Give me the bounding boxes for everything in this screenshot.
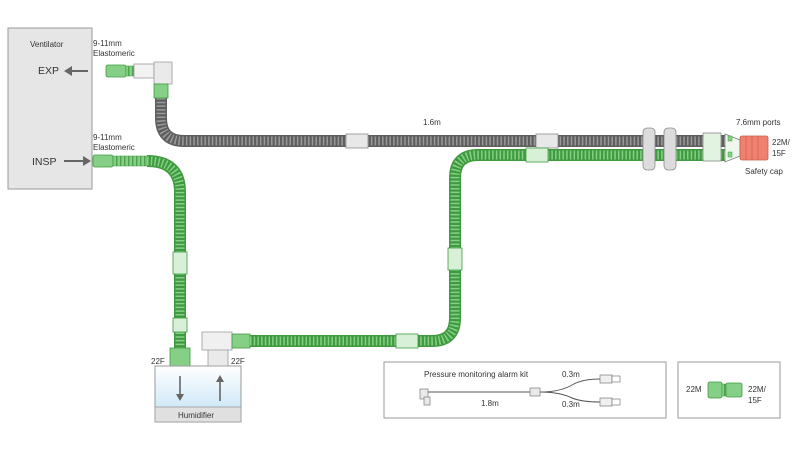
green-tube-joint — [447, 247, 463, 271]
green-tube-joint — [525, 147, 549, 163]
humidifier-outlet-elbow — [201, 331, 251, 367]
adapter-left-size: 22M — [686, 385, 702, 394]
exp-connector-size: 9-11mm — [93, 39, 122, 48]
alarm-kit-title: Pressure monitoring alarm kit — [424, 370, 529, 379]
monitoring-port — [727, 151, 733, 158]
wye-connector — [702, 132, 769, 163]
ventilator-box — [7, 27, 93, 190]
alarm-kit-branch-top-length: 0.3m — [562, 370, 580, 379]
ventilator: Ventilator EXP INSP — [7, 27, 93, 190]
exp-connector — [105, 61, 173, 99]
expiratory-limb — [155, 98, 725, 149]
humidifier-base — [154, 406, 242, 423]
adapter-icon — [707, 381, 743, 399]
grey-tube-joint — [345, 133, 369, 149]
safety-cap-label: Safety cap — [745, 167, 783, 176]
down-arrow-icon — [176, 376, 184, 401]
ports-label: 7.6mm ports — [736, 118, 780, 127]
up-arrow-icon — [216, 375, 224, 401]
adapter-right-size: 22M/ — [748, 385, 767, 394]
inspiratory-dry-limb — [92, 154, 191, 367]
patient-connector-type: 15F — [772, 149, 786, 158]
grey-tube-joint — [535, 133, 559, 149]
insp-connector-size: 9-11mm — [93, 133, 122, 142]
adapter-panel: 22M 22M/ 15F — [677, 361, 781, 419]
humidifier: Humidifier 22F 22F — [151, 357, 245, 423]
alarm-kit-luer-connector — [599, 374, 621, 384]
humidifier-port-left: 22F — [151, 357, 165, 366]
exp-connector-type: Elastomeric — [93, 49, 135, 58]
inspiratory-heated-limb — [250, 147, 725, 349]
green-tube-joint — [395, 333, 419, 349]
alarm-kit-box — [383, 361, 667, 419]
alarm-kit-luer-connector — [599, 397, 621, 407]
exp-label: EXP — [38, 65, 59, 77]
safety-cap — [739, 135, 769, 161]
tube-holder-clip — [642, 127, 677, 171]
exp-arrow-icon — [64, 66, 88, 76]
alarm-kit-main-length: 1.8m — [481, 399, 499, 408]
ventilator-title: Ventilator — [30, 40, 64, 49]
circuit-length: 1.6m — [423, 118, 441, 127]
humidifier-port-right: 22F — [231, 357, 245, 366]
alarm-kit-branch-bottom-length: 0.3m — [562, 400, 580, 409]
humidifier-title: Humidifier — [178, 411, 214, 420]
patient-connector-size: 22M/ — [772, 138, 791, 147]
insp-label: INSP — [32, 156, 57, 168]
monitoring-port — [727, 135, 733, 142]
alarm-kit-filter — [529, 387, 541, 397]
insp-arrow-icon — [64, 156, 91, 166]
alarm-kit-panel: Pressure monitoring alarm kit 1.8m 0.3m … — [383, 361, 667, 419]
adapter-right-type: 15F — [748, 396, 762, 405]
insp-connector-type: Elastomeric — [93, 143, 135, 152]
alarm-kit-connector — [419, 388, 431, 406]
